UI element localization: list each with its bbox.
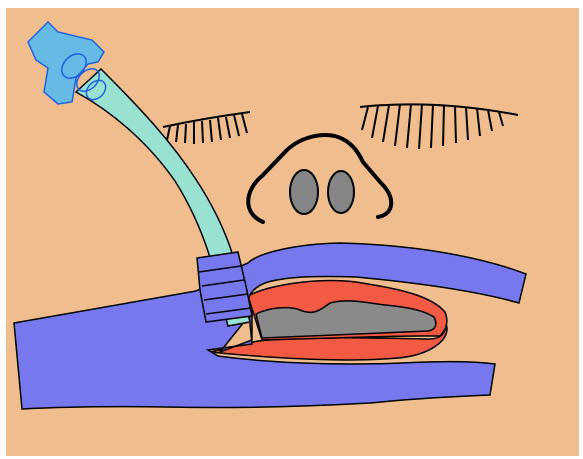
right-nostril: [328, 171, 354, 213]
left-nostril: [290, 170, 318, 214]
